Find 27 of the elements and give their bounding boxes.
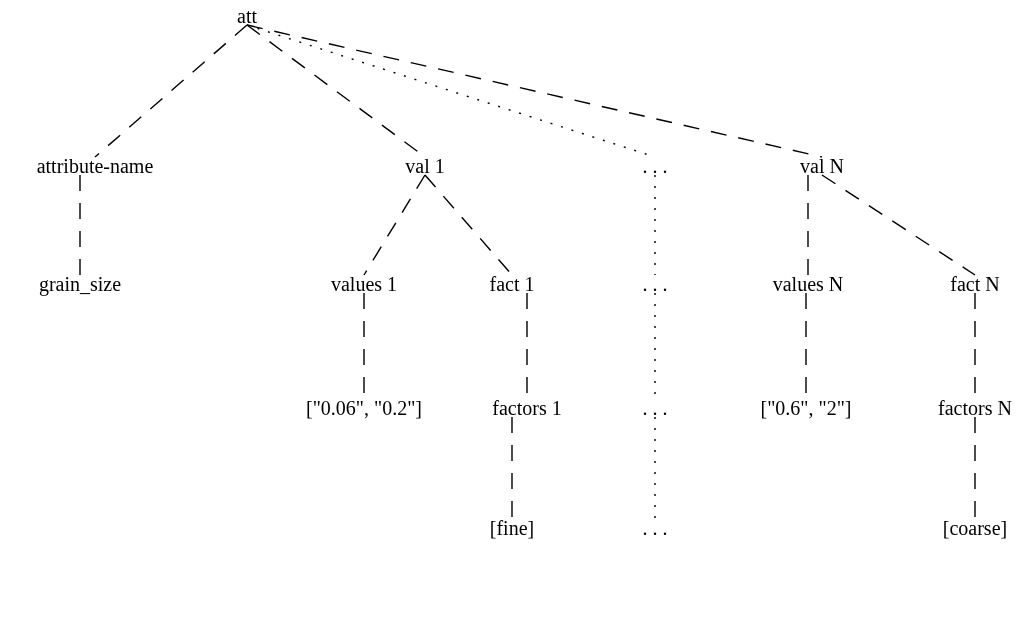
- tree-edge: [821, 174, 976, 276]
- tree-node-label: . . .: [640, 273, 670, 295]
- tree-edge: [79, 174, 81, 276]
- tree-edge: [246, 24, 823, 158]
- tree-node-label: val N: [798, 155, 846, 177]
- tree-node-label: values N: [770, 273, 846, 295]
- tree-edge: [974, 416, 976, 520]
- tree-node-label: [fine]: [487, 517, 537, 539]
- tree-node-label: . . .: [640, 517, 670, 539]
- tree-node-label: grain_size: [36, 273, 124, 295]
- tree-node-label: . . .: [640, 155, 670, 177]
- tree-node-label: [coarse]: [940, 517, 1010, 539]
- tree-node-label: factors 1: [490, 397, 564, 419]
- tree-node-label: ["0.06", "0.2"]: [304, 397, 424, 419]
- tree-node-label: factors N: [936, 397, 1014, 419]
- tree-node-label: val 1: [403, 155, 447, 177]
- tree-node-label: fact N: [948, 273, 1002, 295]
- tree-node-label: ["0.6", "2"]: [758, 397, 854, 419]
- tree-edge: [94, 24, 248, 158]
- tree-edge: [807, 174, 809, 276]
- tree-edge: [363, 174, 426, 276]
- tree-edge: [511, 416, 513, 520]
- tree-node-label: attribute-name: [34, 155, 156, 177]
- tree-node-label: att: [235, 5, 259, 27]
- tree-node-label: fact 1: [487, 273, 537, 295]
- tree-node-label: . . .: [640, 397, 670, 419]
- tree-node-label: values 1: [328, 273, 400, 295]
